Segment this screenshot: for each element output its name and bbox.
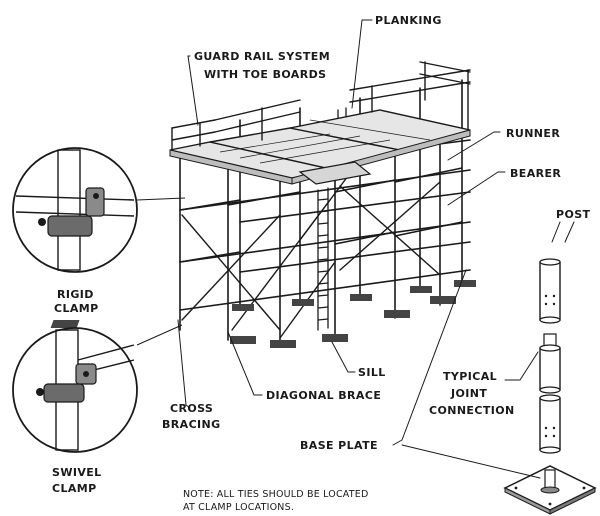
swivel-clamp-label-line1: SWIVEL [52, 466, 102, 479]
base-plate-label: BASE PLATE [300, 439, 378, 452]
note-line2: AT CLAMP LOCATIONS. [183, 502, 294, 513]
sills [50, 280, 476, 348]
planking-platform [169, 109, 471, 185]
rigid-clamp-label-line1: RIGID [57, 288, 94, 301]
cross-bracing-label-line2: BRACING [162, 418, 221, 431]
note-line1: NOTE: ALL TIES SHOULD BE LOCATED [183, 489, 369, 500]
rigid-clamp-leader [136, 197, 186, 201]
guard-rail-label-line2: WITH TOE BOARDS [204, 68, 326, 81]
runner-label: RUNNER [506, 127, 560, 140]
guard-rail-system [171, 61, 471, 151]
joint-connection-detail [539, 333, 561, 454]
planking-label: PLANKING [375, 14, 442, 27]
typical-joint-label-line1: TYPICAL [443, 370, 497, 383]
rigid-clamp-label-line2: CLAMP [54, 302, 99, 315]
sill-label: SILL [358, 366, 386, 379]
post-detail [539, 258, 561, 324]
swivel-clamp-detail [12, 327, 138, 453]
cross-bracing-label-line1: CROSS [170, 402, 213, 415]
guard-rail-label-line1: GUARD RAIL SYSTEM [194, 50, 330, 63]
post-label: POST [556, 208, 591, 221]
swivel-clamp-label-line2: CLAMP [52, 482, 97, 495]
bearer-label: BEARER [510, 167, 561, 180]
typical-joint-label-line2: JOINT [450, 387, 487, 400]
typical-joint-label-line3: CONNECTION [429, 404, 515, 417]
base-plate-detail [503, 465, 597, 515]
diagonal-brace-label: DIAGONAL BRACE [266, 389, 381, 402]
leader-lines [177, 19, 575, 479]
swivel-clamp-leader [136, 324, 183, 346]
rigid-clamp-detail [12, 147, 138, 273]
